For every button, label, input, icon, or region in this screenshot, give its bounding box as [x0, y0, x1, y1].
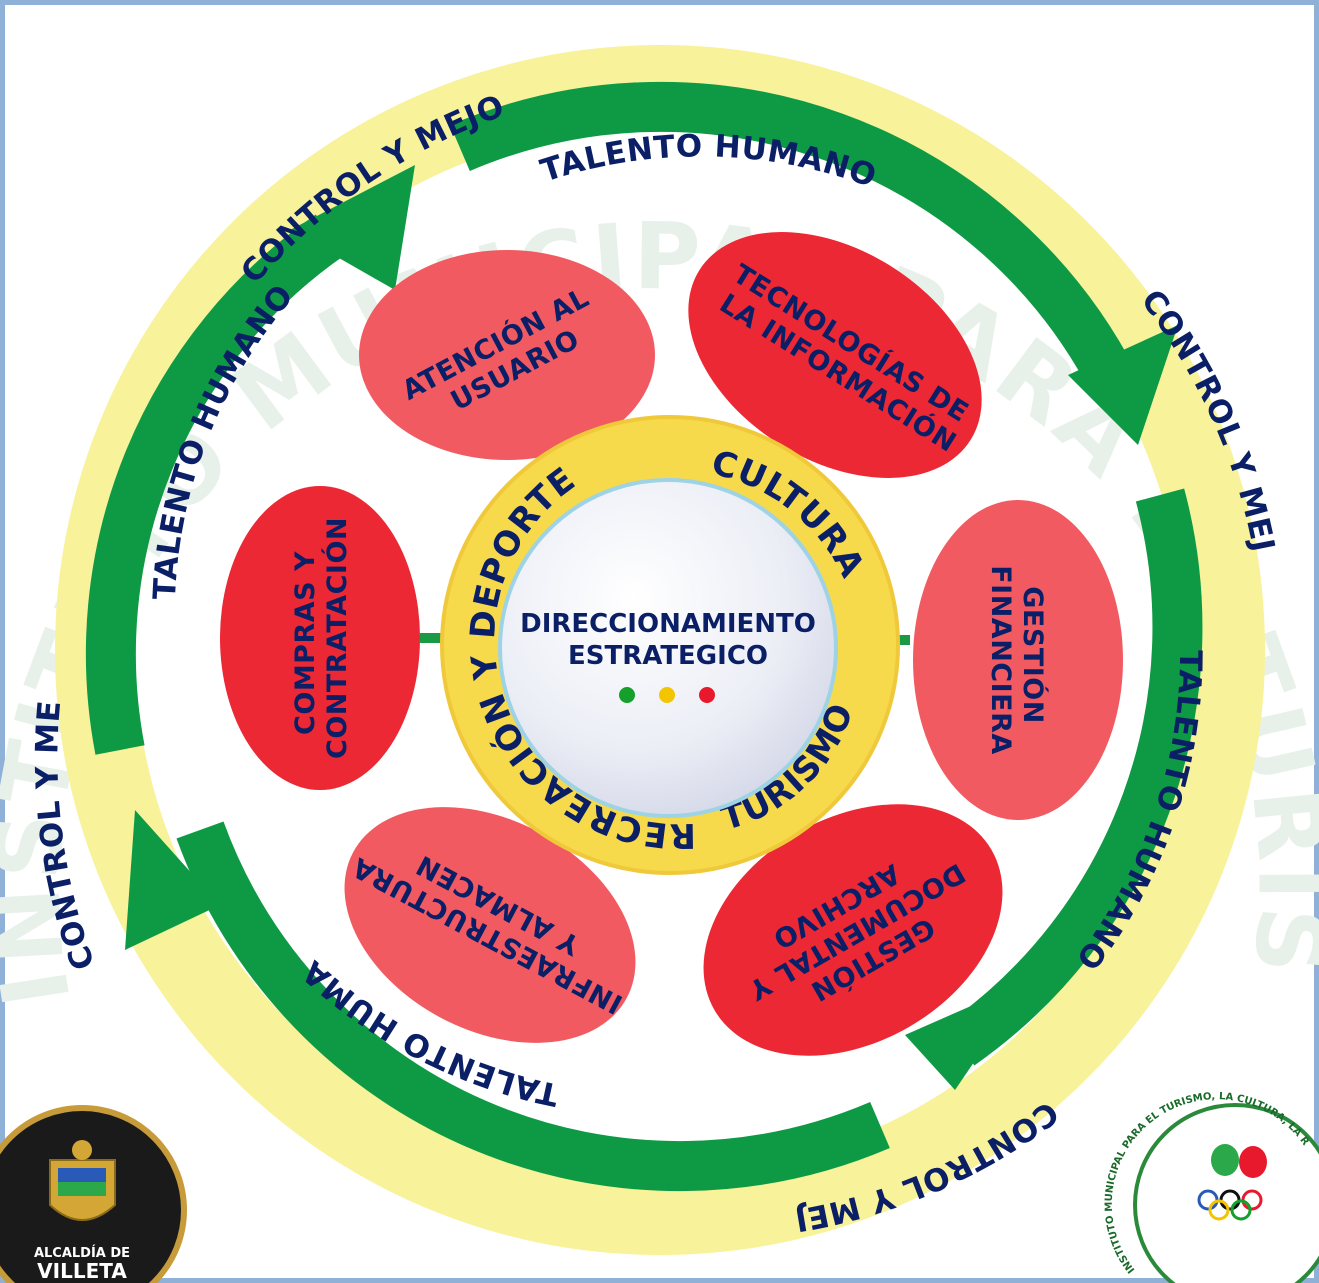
petal-text: COMPRAS Y CONTRATACIÓN [290, 517, 353, 759]
traffic-light-dots [619, 687, 715, 703]
arrowhead-right [1068, 325, 1178, 445]
petal-shape [344, 807, 636, 1043]
coat-of-arms-icon [49, 1140, 116, 1221]
arrow-arc-top-right [450, 81, 1138, 397]
center-title-line2: ESTRATEGICO [568, 641, 768, 671]
petal-gestion-documental-y-archivo: GESTIÓN DOCUMENTAL Y ARCHIVO [703, 804, 1003, 1056]
theater-masks-icon [1211, 1144, 1267, 1178]
dot-yellow [659, 687, 675, 703]
inner-ring-border [440, 415, 900, 875]
petal-shape [220, 486, 420, 790]
arrow-arc-left [85, 214, 345, 755]
arrow-arc-right [945, 488, 1203, 1066]
center-disk [498, 478, 838, 818]
seal-badge [1133, 1103, 1319, 1283]
petal-gestion-financiera: GESTIÓN FINANCIERA [913, 500, 1123, 820]
olympic-rings-icon [1197, 1189, 1263, 1221]
cycle-arrows [85, 81, 1203, 1192]
petal-atencion-al-usuario: ATENCIÓN AL USUARIO [359, 250, 655, 460]
petal-shape [913, 500, 1123, 820]
arrow-arc-bottom [176, 821, 890, 1192]
petal-shape [359, 250, 655, 460]
petal-shape [703, 804, 1003, 1056]
petal-text: GESTIÓN FINANCIERA [985, 565, 1049, 755]
arrowhead-left [125, 810, 220, 950]
logo-alcaldia-villeta: ALCALDÍA DE VILLETA [0, 1105, 187, 1283]
arrowhead-bottom-right [905, 980, 1030, 1090]
center-title-line1: DIRECCIONAMIENTO [520, 609, 816, 639]
logo-caption-line2: VILLETA [37, 1259, 127, 1283]
logo-caption-line1: ALCALDÍA DE [34, 1245, 130, 1261]
process-petals: ATENCIÓN AL USUARIO TECNOLOGÍAS DE LA IN… [220, 232, 1123, 1056]
dot-green [619, 687, 635, 703]
arrowhead-top-left [290, 165, 415, 290]
arrow-heads [125, 165, 1178, 1090]
dot-red [699, 687, 715, 703]
petal-compras-y-contratacion: COMPRAS Y CONTRATACIÓN [220, 486, 420, 790]
petal-shape [688, 232, 982, 478]
